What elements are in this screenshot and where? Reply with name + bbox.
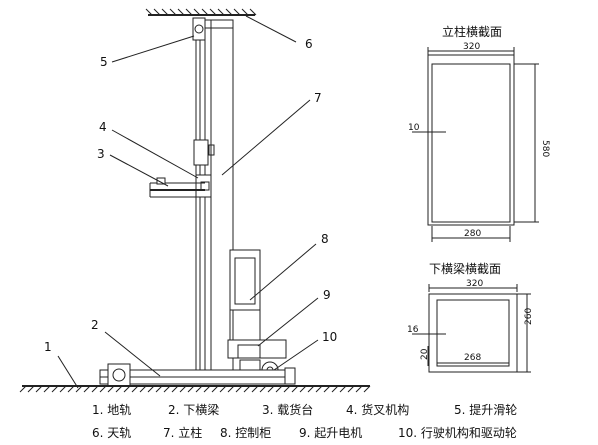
lower-beam <box>99 363 296 387</box>
legend-item-6: 6. 天轨 <box>92 426 131 440</box>
column-height: 580 <box>540 140 550 157</box>
callout-3: 3 <box>97 147 105 161</box>
legend: 1. 地轨 2. 下横梁 3. 载货台 4. 货叉机构 5. 提升滑轮 6. 天… <box>92 402 517 440</box>
callout-2: 2 <box>91 318 99 332</box>
beam-wall: 16 <box>407 325 419 335</box>
leader-lines <box>57 15 319 389</box>
column-cross-section: 立柱横截面 320 580 10 280 <box>408 24 550 242</box>
column-width-bottom: 280 <box>464 229 481 239</box>
legend-item-9: 9. 起升电机 <box>299 426 362 440</box>
legend-item-5: 5. 提升滑轮 <box>454 402 517 417</box>
machine-drawing: 1 2 3 4 5 6 7 8 9 10 <box>19 8 371 393</box>
callout-10: 10 <box>322 330 337 344</box>
beam-width-top: 320 <box>466 279 483 289</box>
callout-5: 5 <box>100 55 108 69</box>
beam-inner: 20 <box>420 348 430 360</box>
top-rail <box>145 8 257 16</box>
fork-carriage <box>149 139 215 198</box>
callout-9: 9 <box>323 288 331 302</box>
beam-width-bottom: 268 <box>464 353 481 363</box>
column-section-title: 立柱横截面 <box>442 24 502 39</box>
control-cabinet <box>229 249 261 340</box>
beam-height: 260 <box>524 308 534 325</box>
callout-6: 6 <box>305 37 313 51</box>
legend-item-2: 2. 下横梁 <box>168 402 219 417</box>
legend-item-4: 4. 货叉机构 <box>346 402 409 417</box>
callout-7: 7 <box>314 91 322 105</box>
legend-item-7: 7. 立柱 <box>163 425 202 440</box>
callout-4: 4 <box>99 120 107 134</box>
legend-item-8: 8. 控制柜 <box>220 426 271 440</box>
column-width-top: 320 <box>463 42 480 52</box>
hoist-pulley <box>192 17 234 41</box>
ground-rail <box>19 385 371 393</box>
callout-8: 8 <box>321 232 329 246</box>
beam-cross-section: 下横梁横截面 320 260 16 20 268 <box>407 261 534 373</box>
legend-item-3: 3. 载货台 <box>262 402 313 417</box>
legend-item-10: 10. 行驶机构和驱动轮 <box>398 425 517 440</box>
column-wall: 10 <box>408 123 420 133</box>
callout-1: 1 <box>44 340 52 354</box>
beam-section-title: 下横梁横截面 <box>429 261 501 276</box>
legend-item-1: 1. 地轨 <box>92 403 131 417</box>
